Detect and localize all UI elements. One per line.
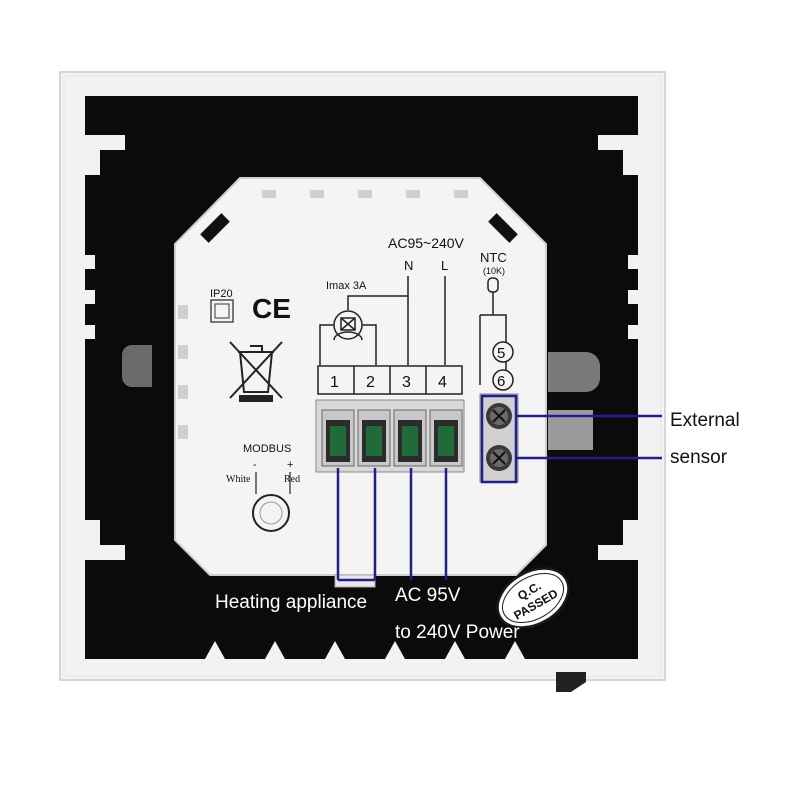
sensor-screw-terminals	[479, 393, 519, 483]
terminal-3-label: 3	[402, 374, 411, 391]
panel-clips	[85, 135, 638, 659]
terminal-1-label: 1	[330, 374, 339, 391]
modbus-plus-label: +	[287, 459, 293, 471]
terminal-5-label: 5	[497, 345, 505, 362]
live-label: L	[441, 258, 448, 273]
terminal-6-label: 6	[497, 373, 505, 390]
external-sensor-label-line2: sensor	[670, 447, 728, 468]
callout-lines	[336, 394, 662, 582]
ip-rating-label: IP20	[210, 288, 233, 300]
terminal-2-label: 2	[366, 374, 375, 391]
supply-voltage-label: AC95~240V	[388, 235, 465, 251]
external-sensor-label-line1: External	[670, 410, 740, 431]
ntc-label: NTC	[480, 250, 507, 265]
power-label-line1: AC 95V	[395, 585, 461, 606]
current-rating-label: Imax 3A	[326, 280, 367, 292]
neutral-label: N	[404, 258, 413, 273]
terminal-4-label: 4	[438, 374, 447, 391]
modbus-minus-label: -	[253, 459, 257, 471]
weee-bin-icon	[229, 341, 283, 402]
qc-passed-stamp: Q.C. PASSED	[496, 567, 570, 629]
ntc-value-label: (10K)	[483, 266, 505, 276]
mounting-bracket	[548, 352, 600, 392]
modbus-label: MODBUS	[243, 443, 291, 455]
ce-mark: CE	[252, 293, 291, 324]
heating-appliance-label: Heating appliance	[215, 592, 367, 613]
modbus-cable-port	[252, 494, 290, 532]
modbus-red-label: Red	[284, 474, 300, 485]
power-label-line2: to 240V Power	[395, 622, 520, 643]
modbus-white-label: White	[226, 474, 251, 485]
heating-appliance-symbol	[319, 310, 377, 365]
terminal-number-strip	[317, 365, 463, 395]
terminal-blocks	[315, 399, 465, 473]
double-insulation-symbol	[210, 299, 234, 323]
